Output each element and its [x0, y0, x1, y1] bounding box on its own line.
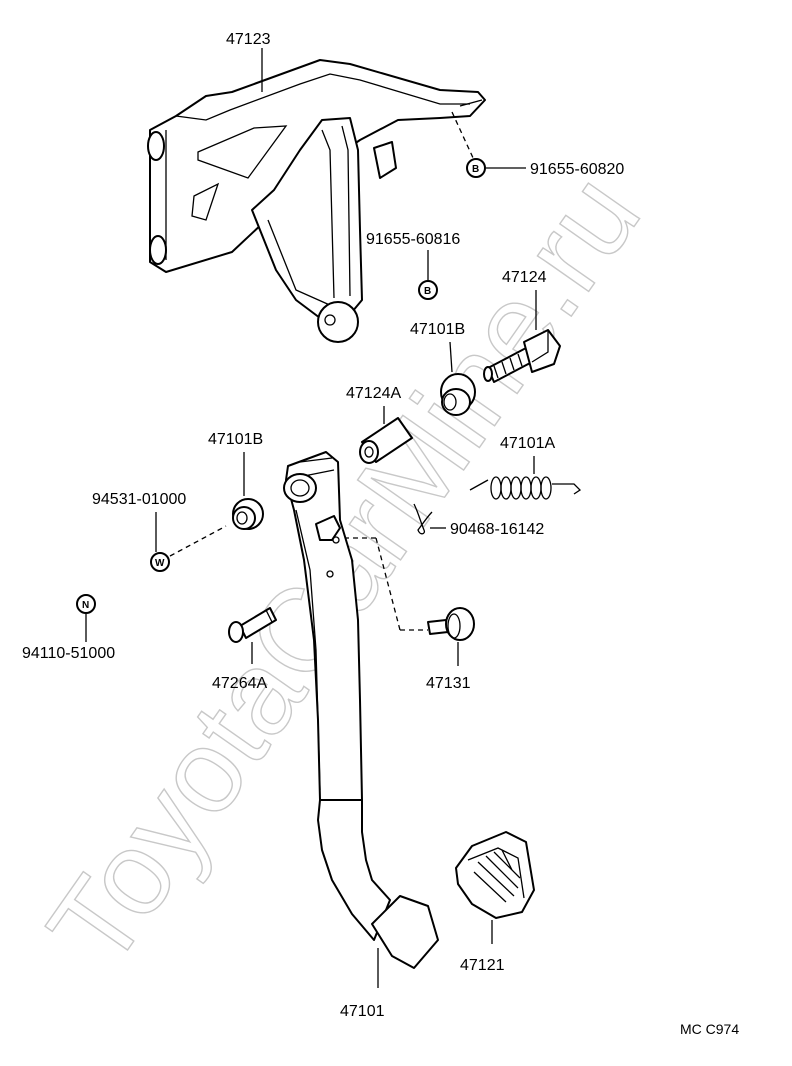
- collar-part[interactable]: [359, 417, 413, 464]
- dashed-bolt-b-upper: [451, 111, 475, 161]
- label-collar: 47124A: [346, 385, 401, 402]
- leader-bushing-right: [449, 341, 453, 373]
- stopper-part[interactable]: [427, 607, 475, 641]
- dashed-washer: [169, 525, 227, 557]
- bushing-right-part[interactable]: [440, 373, 476, 416]
- bracket-part[interactable]: [147, 59, 486, 343]
- label-washer: 94531-01000: [92, 491, 186, 508]
- pedal-pad-part[interactable]: [455, 831, 535, 919]
- label-pin: 47264A: [212, 675, 267, 692]
- label-pedal-pad: 47121: [460, 957, 505, 974]
- pin-part[interactable]: [228, 607, 277, 643]
- label-clip: 90468-16142: [450, 521, 544, 538]
- label-bolt-b-upper: 91655-60820: [530, 161, 624, 178]
- diagram-code: MC C974: [680, 1021, 739, 1037]
- bolt-b-upper-letter: B: [472, 164, 479, 175]
- washer-symbol[interactable]: [150, 552, 170, 572]
- nut-symbol[interactable]: [76, 594, 96, 614]
- label-bolt-b-lower: 91655-60816: [366, 231, 460, 248]
- label-bushing-right: 47101B: [410, 321, 465, 338]
- spring-part[interactable]: [469, 476, 582, 500]
- pedal-arm-part[interactable]: [283, 451, 439, 969]
- label-nut: 94110-51000: [22, 645, 115, 662]
- bolt-b-lower-symbol[interactable]: [418, 280, 438, 300]
- dashed-stopper-vertical: [375, 537, 401, 631]
- bushing-left-part[interactable]: [232, 498, 264, 530]
- label-bracket: 47123: [226, 31, 271, 48]
- washer-letter: W: [155, 558, 165, 569]
- nut-letter: N: [82, 600, 89, 611]
- bolt-part[interactable]: [483, 329, 561, 383]
- clip-part[interactable]: [413, 503, 433, 535]
- label-pedal-arm: 47101: [340, 1003, 385, 1020]
- bolt-b-lower-letter: B: [424, 286, 431, 297]
- label-bushing-left: 47101B: [208, 431, 263, 448]
- label-bolt: 47124: [502, 269, 547, 286]
- bolt-b-upper-symbol[interactable]: [466, 158, 486, 178]
- label-spring: 47101A: [500, 435, 555, 452]
- label-stopper: 47131: [426, 675, 471, 692]
